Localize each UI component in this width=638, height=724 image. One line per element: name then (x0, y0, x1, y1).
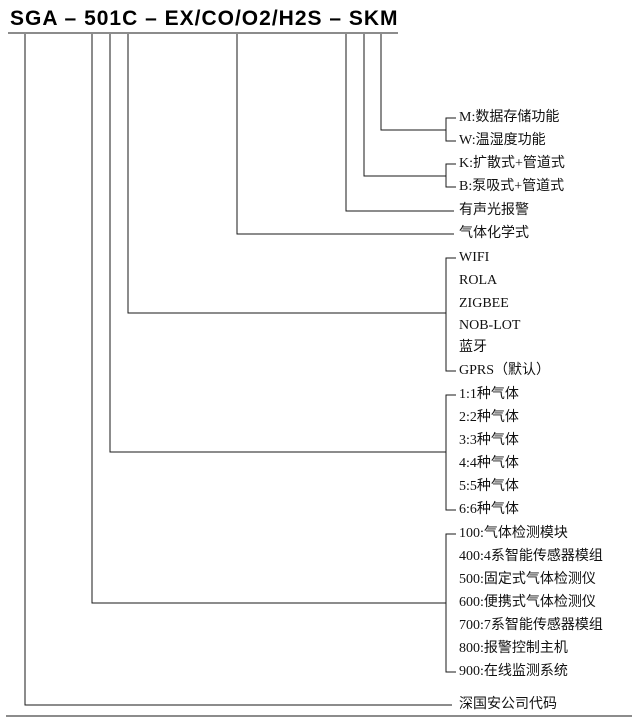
line-mw-function (380, 34, 446, 131)
line-kb-type (363, 34, 446, 177)
label-series-700: 700:7系智能传感器模组 (459, 618, 603, 633)
line-product-series (91, 34, 446, 604)
label-comm-zigbee: ZIGBEE (459, 296, 509, 311)
label-pump-pipeline-type: B:泵吸式+管道式 (459, 179, 565, 194)
label-comm-nob-lot: NOB-LOT (459, 318, 521, 333)
line-gas-chemical (236, 34, 454, 235)
line-communication (127, 34, 446, 314)
line-alarm (345, 34, 454, 212)
label-company-code: 深国安公司代码 (459, 697, 557, 712)
label-comm-rola: ROLA (459, 273, 498, 288)
line-gas-count (109, 34, 446, 453)
label-sound-light-alarm: 有声光报警 (459, 203, 529, 218)
label-series-100: 100:气体检测模块 (459, 526, 568, 541)
label-series-600: 600:便携式气体检测仪 (459, 595, 596, 610)
label-series-800: 800:报警控制主机 (459, 641, 568, 656)
bracket-gas-count (445, 394, 456, 511)
label-gas-count-1: 1:1种气体 (459, 387, 519, 402)
label-comm-wifi: WIFI (459, 250, 490, 265)
label-gas-chemical-formula: 气体化学式 (459, 226, 529, 241)
label-gas-count-4: 4:4种气体 (459, 456, 519, 471)
label-gas-count-3: 3:3种气体 (459, 433, 519, 448)
label-temp-humidity-function: W:温湿度功能 (459, 133, 546, 148)
label-diffusion-pipeline-type: K:扩散式+管道式 (459, 156, 565, 171)
label-storage-function: M:数据存储功能 (459, 110, 560, 125)
label-gas-count-2: 2:2种气体 (459, 410, 519, 425)
bracket-mw (445, 117, 456, 142)
label-comm-bluetooth: 蓝牙 (459, 340, 487, 355)
line-company-code (24, 34, 452, 706)
model-code: SGA – 501C – EX/CO/O2/H2S – SKM (10, 7, 399, 30)
label-series-400: 400:4系智能传感器模组 (459, 549, 603, 564)
bracket-kb (445, 163, 456, 188)
label-series-900: 900:在线监测系统 (459, 664, 568, 679)
label-series-500: 500:固定式气体检测仪 (459, 572, 596, 587)
label-gas-count-5: 5:5种气体 (459, 479, 519, 494)
label-gas-count-6: 6:6种气体 (459, 502, 519, 517)
bracket-communication (445, 257, 456, 372)
label-comm-gprs: GPRS（默认） (459, 363, 551, 378)
bracket-product-series (445, 533, 456, 673)
